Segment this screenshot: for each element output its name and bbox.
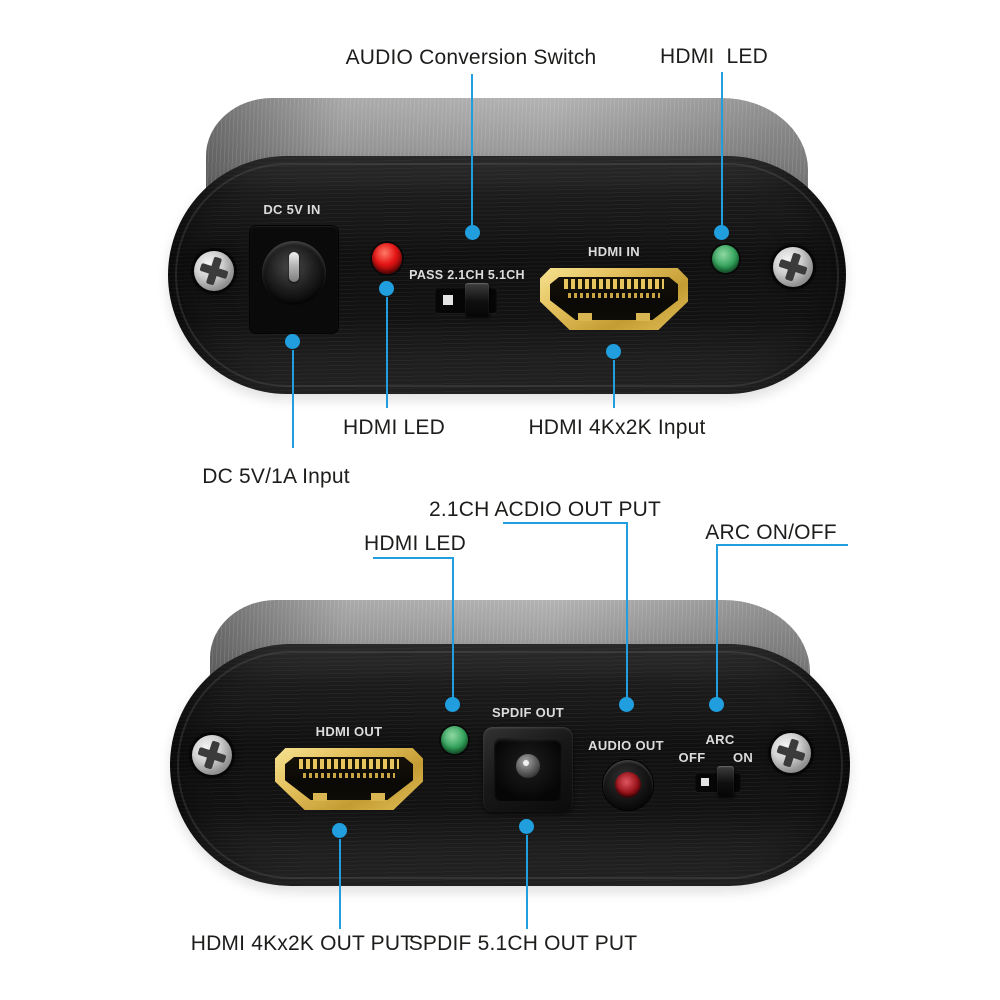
- arc-label: ARC: [705, 732, 735, 747]
- leader-line: [526, 835, 528, 929]
- leader-dot: [285, 334, 300, 349]
- hdmi-tab: [371, 793, 385, 802]
- hdmi-extractor-input-side: DC 5V IN PASS 2.1CH 5.1CH HDMI IN: [168, 96, 846, 394]
- callout-dc-input: DC 5V/1A Input: [202, 465, 350, 488]
- dc-power-jack: [250, 226, 338, 333]
- leader-dot: [379, 281, 394, 296]
- hdmi-contacts-row2: [303, 772, 395, 778]
- phillips-cross-icon: [189, 246, 239, 296]
- leader-line: [716, 544, 848, 546]
- screw-right: [773, 247, 813, 287]
- screw-left: [192, 735, 232, 775]
- hdmi-tab: [578, 313, 592, 322]
- leader-dot: [445, 697, 460, 712]
- callout-hdmi-led: HDMI LED: [364, 532, 466, 555]
- spdif-out-label: SPDIF OUT: [491, 705, 565, 720]
- leader-dot: [709, 697, 724, 712]
- hdmi-in-port: [540, 268, 688, 330]
- phillips-cross-icon: [766, 728, 816, 778]
- hdmi-status-led-red: [372, 243, 402, 274]
- hdmi-out-port: [275, 748, 423, 810]
- audio-out-label: AUDIO OUT: [588, 738, 664, 753]
- leader-line: [716, 544, 718, 699]
- leader-line: [721, 72, 723, 228]
- spdif-optical-port: [483, 727, 573, 812]
- pass-switch-label: PASS 2.1CH 5.1CH: [409, 268, 525, 282]
- leader-line: [292, 350, 294, 448]
- leader-line: [613, 360, 615, 408]
- toslink-pin: [516, 754, 540, 779]
- switch-knob: [717, 766, 734, 796]
- arc-off-label: OFF: [678, 750, 706, 765]
- jack-hole: [615, 772, 641, 798]
- callout-audio-conversion-switch: AUDIO Conversion Switch: [345, 46, 597, 69]
- screw-right: [771, 733, 811, 773]
- switch-knob: [465, 283, 489, 316]
- device-front-panel: HDMI OUT SPDIF OUT AUDIO OUT ARC OFF ON: [170, 644, 850, 886]
- leader-dot: [465, 225, 480, 240]
- leader-line: [373, 557, 454, 559]
- hdmi-status-led-green: [441, 726, 468, 754]
- leader-dot: [519, 819, 534, 834]
- audio-conversion-switch: [435, 283, 497, 316]
- hdmi-status-led-green: [712, 245, 739, 273]
- hdmi-out-label: HDMI OUT: [315, 724, 383, 739]
- leader-line: [503, 522, 628, 524]
- hdmi-extractor-output-side: HDMI OUT SPDIF OUT AUDIO OUT ARC OFF ON: [170, 598, 850, 888]
- leader-line: [452, 557, 454, 699]
- leader-line: [626, 522, 628, 699]
- arc-switch: [695, 766, 741, 796]
- phillips-cross-icon: [187, 730, 237, 780]
- hdmi-contacts: [563, 278, 665, 289]
- callout-arc-on-off: ARC ON/OFF: [705, 521, 837, 544]
- device-front-panel: DC 5V IN PASS 2.1CH 5.1CH HDMI IN: [168, 156, 846, 394]
- hdmi-in-label: HDMI IN: [588, 244, 640, 259]
- leader-line: [471, 74, 473, 228]
- audio-out-jack: [603, 760, 653, 810]
- hdmi-tab: [313, 793, 327, 802]
- leader-dot: [619, 697, 634, 712]
- hdmi-tab: [636, 313, 650, 322]
- leader-line: [339, 839, 341, 929]
- callout-hdmi-led-bottom: HDMI LED: [343, 416, 445, 439]
- switch-indicator-dot: [701, 778, 709, 786]
- leader-dot: [714, 225, 729, 240]
- dc-5v-in-label: DC 5V IN: [263, 202, 321, 217]
- phillips-cross-icon: [768, 242, 818, 292]
- screw-left: [194, 251, 234, 291]
- leader-dot: [606, 344, 621, 359]
- leader-dot: [332, 823, 347, 838]
- arc-on-label: ON: [732, 750, 754, 765]
- callout-2-1ch-audio-output: 2.1CH ACDIO OUT PUT: [428, 498, 662, 521]
- callout-hdmi-led-top: HDMI LED: [660, 45, 768, 68]
- callout-hdmi-4kx2k-output: HDMI 4Kx2K OUT PUT: [190, 932, 414, 955]
- switch-indicator-dot: [443, 295, 453, 305]
- callout-hdmi-4kx2k-input: HDMI 4Kx2K Input: [528, 416, 706, 439]
- leader-line: [386, 297, 388, 408]
- hdmi-contacts-row2: [568, 292, 660, 298]
- callout-spdif-5-1ch-output: SPDIF 5.1CH OUT PUT: [408, 932, 638, 955]
- dc-center-pin: [289, 252, 299, 282]
- hdmi-contacts: [298, 758, 400, 769]
